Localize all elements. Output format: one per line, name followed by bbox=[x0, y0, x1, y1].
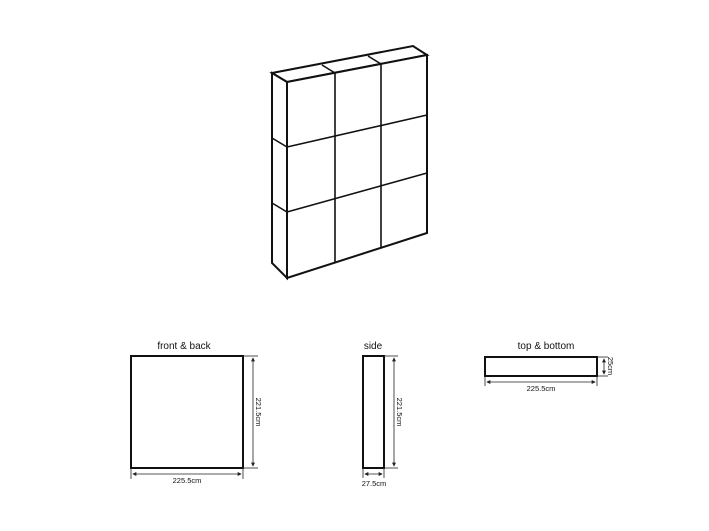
isometric-cube-wall bbox=[269, 44, 430, 281]
side-row-divider bbox=[271, 137, 288, 148]
top-width-label: 225.5cm bbox=[527, 384, 556, 393]
top-divider bbox=[321, 64, 336, 74]
top-bottom-view: top & bottom 25cm 225.5cm bbox=[484, 341, 615, 393]
front-height-label: 221.5cm bbox=[254, 398, 263, 427]
top-bottom-title: top & bottom bbox=[518, 341, 575, 352]
side-face bbox=[271, 71, 288, 281]
top-divider bbox=[367, 55, 382, 65]
side-panel bbox=[362, 355, 385, 469]
front-width-label: 225.5cm bbox=[173, 476, 202, 485]
front-back-view: front & back 221.5cm 225.5cm bbox=[130, 341, 263, 485]
side-title: side bbox=[364, 341, 383, 352]
front-back-panel bbox=[130, 355, 244, 469]
front-face bbox=[286, 53, 428, 280]
row-divider bbox=[286, 114, 428, 148]
top-bottom-panel bbox=[484, 356, 598, 377]
side-height-label: 221.5cm bbox=[395, 398, 404, 427]
side-row-divider bbox=[271, 202, 288, 213]
top-height-label: 25cm bbox=[606, 357, 615, 375]
row-divider bbox=[286, 172, 428, 213]
side-view: side 221.5cm 27.5cm bbox=[362, 341, 404, 488]
side-width-label: 27.5cm bbox=[362, 479, 387, 488]
front-back-title: front & back bbox=[157, 341, 211, 352]
